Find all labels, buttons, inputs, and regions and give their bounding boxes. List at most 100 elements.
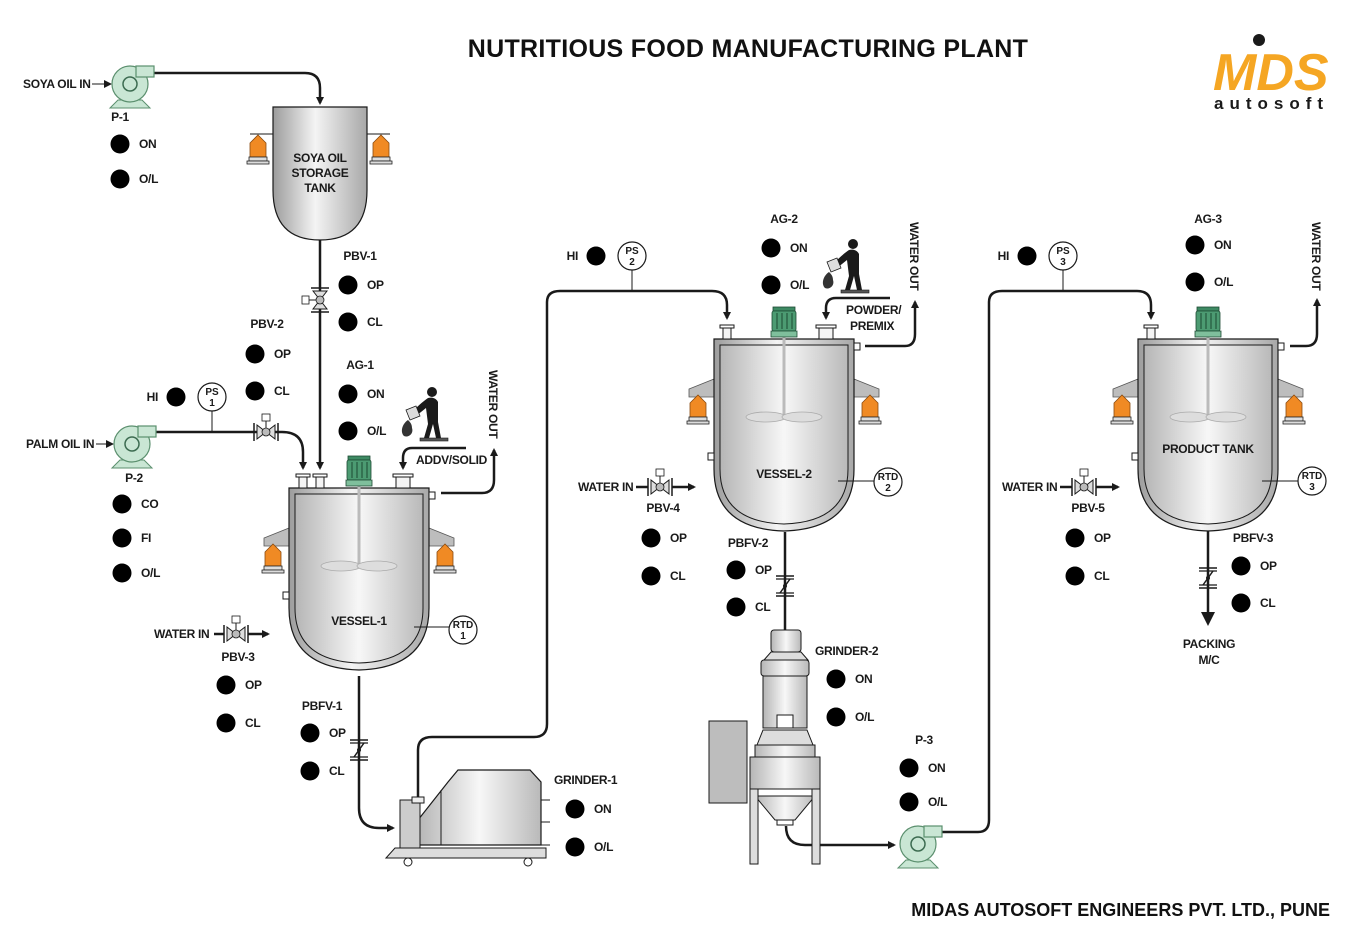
indicator-p1-ol[interactable] — [110, 169, 130, 189]
load-cell-icon — [858, 394, 882, 425]
indicator-label: O/L — [1214, 275, 1233, 289]
tag-pbv2: PBV-2 — [250, 317, 284, 331]
indicator-label: CL — [329, 764, 344, 778]
valve-pbv4[interactable] — [647, 468, 673, 497]
tag-pbv5: PBV-5 — [1071, 501, 1105, 515]
vessel-2-label: VESSEL-2 — [756, 467, 812, 481]
indicator-pbfv3-cl[interactable] — [1231, 593, 1251, 613]
indicator-p3-on[interactable] — [899, 758, 919, 778]
pump-p2-icon[interactable] — [111, 425, 157, 469]
tag-labels: P-1 P-2 P-3 PBV-1 PBV-2 PBV-3 PBV-4 PBV-… — [111, 110, 1274, 787]
indicator-g2-on[interactable] — [826, 669, 846, 689]
pump-p3-icon[interactable] — [897, 825, 943, 869]
indicator-ag1-ol[interactable] — [338, 421, 358, 441]
footer-company: MIDAS AUTOSOFT ENGINEERS PVT. LTD., PUNE — [911, 900, 1330, 920]
indicator-pbv1-cl[interactable] — [338, 312, 358, 332]
indicator-pbv2-cl[interactable] — [245, 381, 265, 401]
pressure-switch-ps2[interactable]: PS2 — [617, 241, 647, 271]
svg-text:3: 3 — [1309, 482, 1315, 493]
indicator-ag2-on[interactable] — [761, 238, 781, 258]
pump-p1-icon[interactable] — [109, 65, 155, 109]
tag-p2: P-2 — [125, 471, 143, 485]
crosshair-indicator-icon — [1017, 246, 1037, 266]
indicator-ag3-ol[interactable] — [1185, 272, 1205, 292]
indicator-label: CL — [245, 716, 260, 730]
agitator-motor-icon[interactable] — [345, 455, 373, 487]
indicator-ag2-ol[interactable] — [761, 275, 781, 295]
indicator-pbv5-op[interactable] — [1065, 528, 1085, 548]
valve-pbfv2[interactable] — [775, 575, 795, 597]
indicator-pbfv2-op[interactable] — [726, 560, 746, 580]
indicator-pbv4-op[interactable] — [641, 528, 661, 548]
valve-pbv3[interactable] — [223, 615, 249, 644]
indicator-ps1-hi[interactable] — [166, 387, 186, 407]
pressure-switch-ps1[interactable]: PS1 — [197, 382, 227, 412]
svg-text:RTD: RTD — [1302, 471, 1323, 482]
grinder-1[interactable] — [384, 769, 550, 867]
stream-labels: SOYA OIL IN PALM OIL IN WATER IN WATER I… — [23, 77, 1323, 667]
indicator-ps3-hi[interactable] — [1017, 246, 1037, 266]
svg-text:PS: PS — [1056, 246, 1070, 257]
water-in-label: WATER IN — [1002, 480, 1057, 494]
pressure-switch-ps3[interactable]: PS3 — [1048, 241, 1078, 271]
tag-ag1: AG-1 — [346, 358, 374, 372]
crosshair-indicator-icon — [641, 566, 661, 586]
indicator-label: CL — [274, 384, 289, 398]
load-cell-icon — [261, 543, 285, 574]
status-indicators: ONO/LCOFIO/LONO/LOPCLOPCLOPCLOPCLOPCLONO… — [110, 134, 1277, 857]
indicator-pbv2-op[interactable] — [245, 344, 265, 364]
palm-oil-in-label: PALM OIL IN — [26, 437, 94, 451]
indicator-ag3-on[interactable] — [1185, 235, 1205, 255]
agitator-motor-icon[interactable] — [770, 306, 798, 338]
indicator-label: O/L — [855, 710, 874, 724]
indicator-pbfv1-op[interactable] — [300, 723, 320, 743]
indicator-pbv3-cl[interactable] — [216, 713, 236, 733]
indicator-g2-ol[interactable] — [826, 707, 846, 727]
packing-label: PACKING — [1183, 637, 1235, 651]
indicator-pbfv1-cl[interactable] — [300, 761, 320, 781]
crosshair-indicator-icon — [1185, 235, 1205, 255]
valve-pbv2[interactable] — [253, 413, 279, 442]
indicator-pbv3-op[interactable] — [216, 675, 236, 695]
tag-pbfv3: PBFV-3 — [1233, 531, 1274, 545]
indicator-pbv4-cl[interactable] — [641, 566, 661, 586]
indicator-label: OP — [670, 531, 687, 545]
crosshair-indicator-icon — [338, 421, 358, 441]
indicator-g1-ol[interactable] — [565, 837, 585, 857]
indicator-label: CO — [141, 497, 158, 511]
water-in-label: WATER IN — [578, 480, 633, 494]
indicator-pbfv3-op[interactable] — [1231, 556, 1251, 576]
indicator-label: ON — [367, 387, 384, 401]
crosshair-indicator-icon — [586, 246, 606, 266]
indicator-pbfv2-cl[interactable] — [726, 597, 746, 617]
valve-pbfv3[interactable] — [1198, 567, 1218, 589]
indicator-p2-fi[interactable] — [112, 528, 132, 548]
svg-text:PS: PS — [205, 387, 219, 398]
valve-pbfv1[interactable] — [349, 739, 369, 761]
indicator-label: ON — [855, 672, 872, 686]
indicator-pbv5-cl[interactable] — [1065, 566, 1085, 586]
operator-adding-powder-icon — [822, 238, 870, 294]
indicator-label: OP — [329, 726, 346, 740]
indicator-pbv1-op[interactable] — [338, 275, 358, 295]
indicator-p2-co[interactable] — [112, 494, 132, 514]
indicator-p3-ol[interactable] — [899, 792, 919, 812]
water-out-label: WATER OUT — [907, 222, 921, 291]
soya-tank-label: STORAGE — [291, 166, 348, 180]
indicator-ps2-hi[interactable] — [586, 246, 606, 266]
grinder-2[interactable] — [708, 629, 821, 865]
indicator-p2-ol[interactable] — [112, 563, 132, 583]
indicator-p1-on[interactable] — [110, 134, 130, 154]
indicator-ag1-on[interactable] — [338, 384, 358, 404]
indicator-g1-on[interactable] — [565, 799, 585, 819]
valve-pbv5[interactable] — [1071, 468, 1097, 497]
tag-pbfv1: PBFV-1 — [302, 699, 343, 713]
crosshair-indicator-icon — [245, 344, 265, 364]
crosshair-indicator-icon — [110, 169, 130, 189]
vessel-1-label: VESSEL-1 — [331, 614, 387, 628]
agitator-motor-icon[interactable] — [1194, 306, 1222, 338]
valve-pbv1[interactable] — [301, 287, 330, 313]
